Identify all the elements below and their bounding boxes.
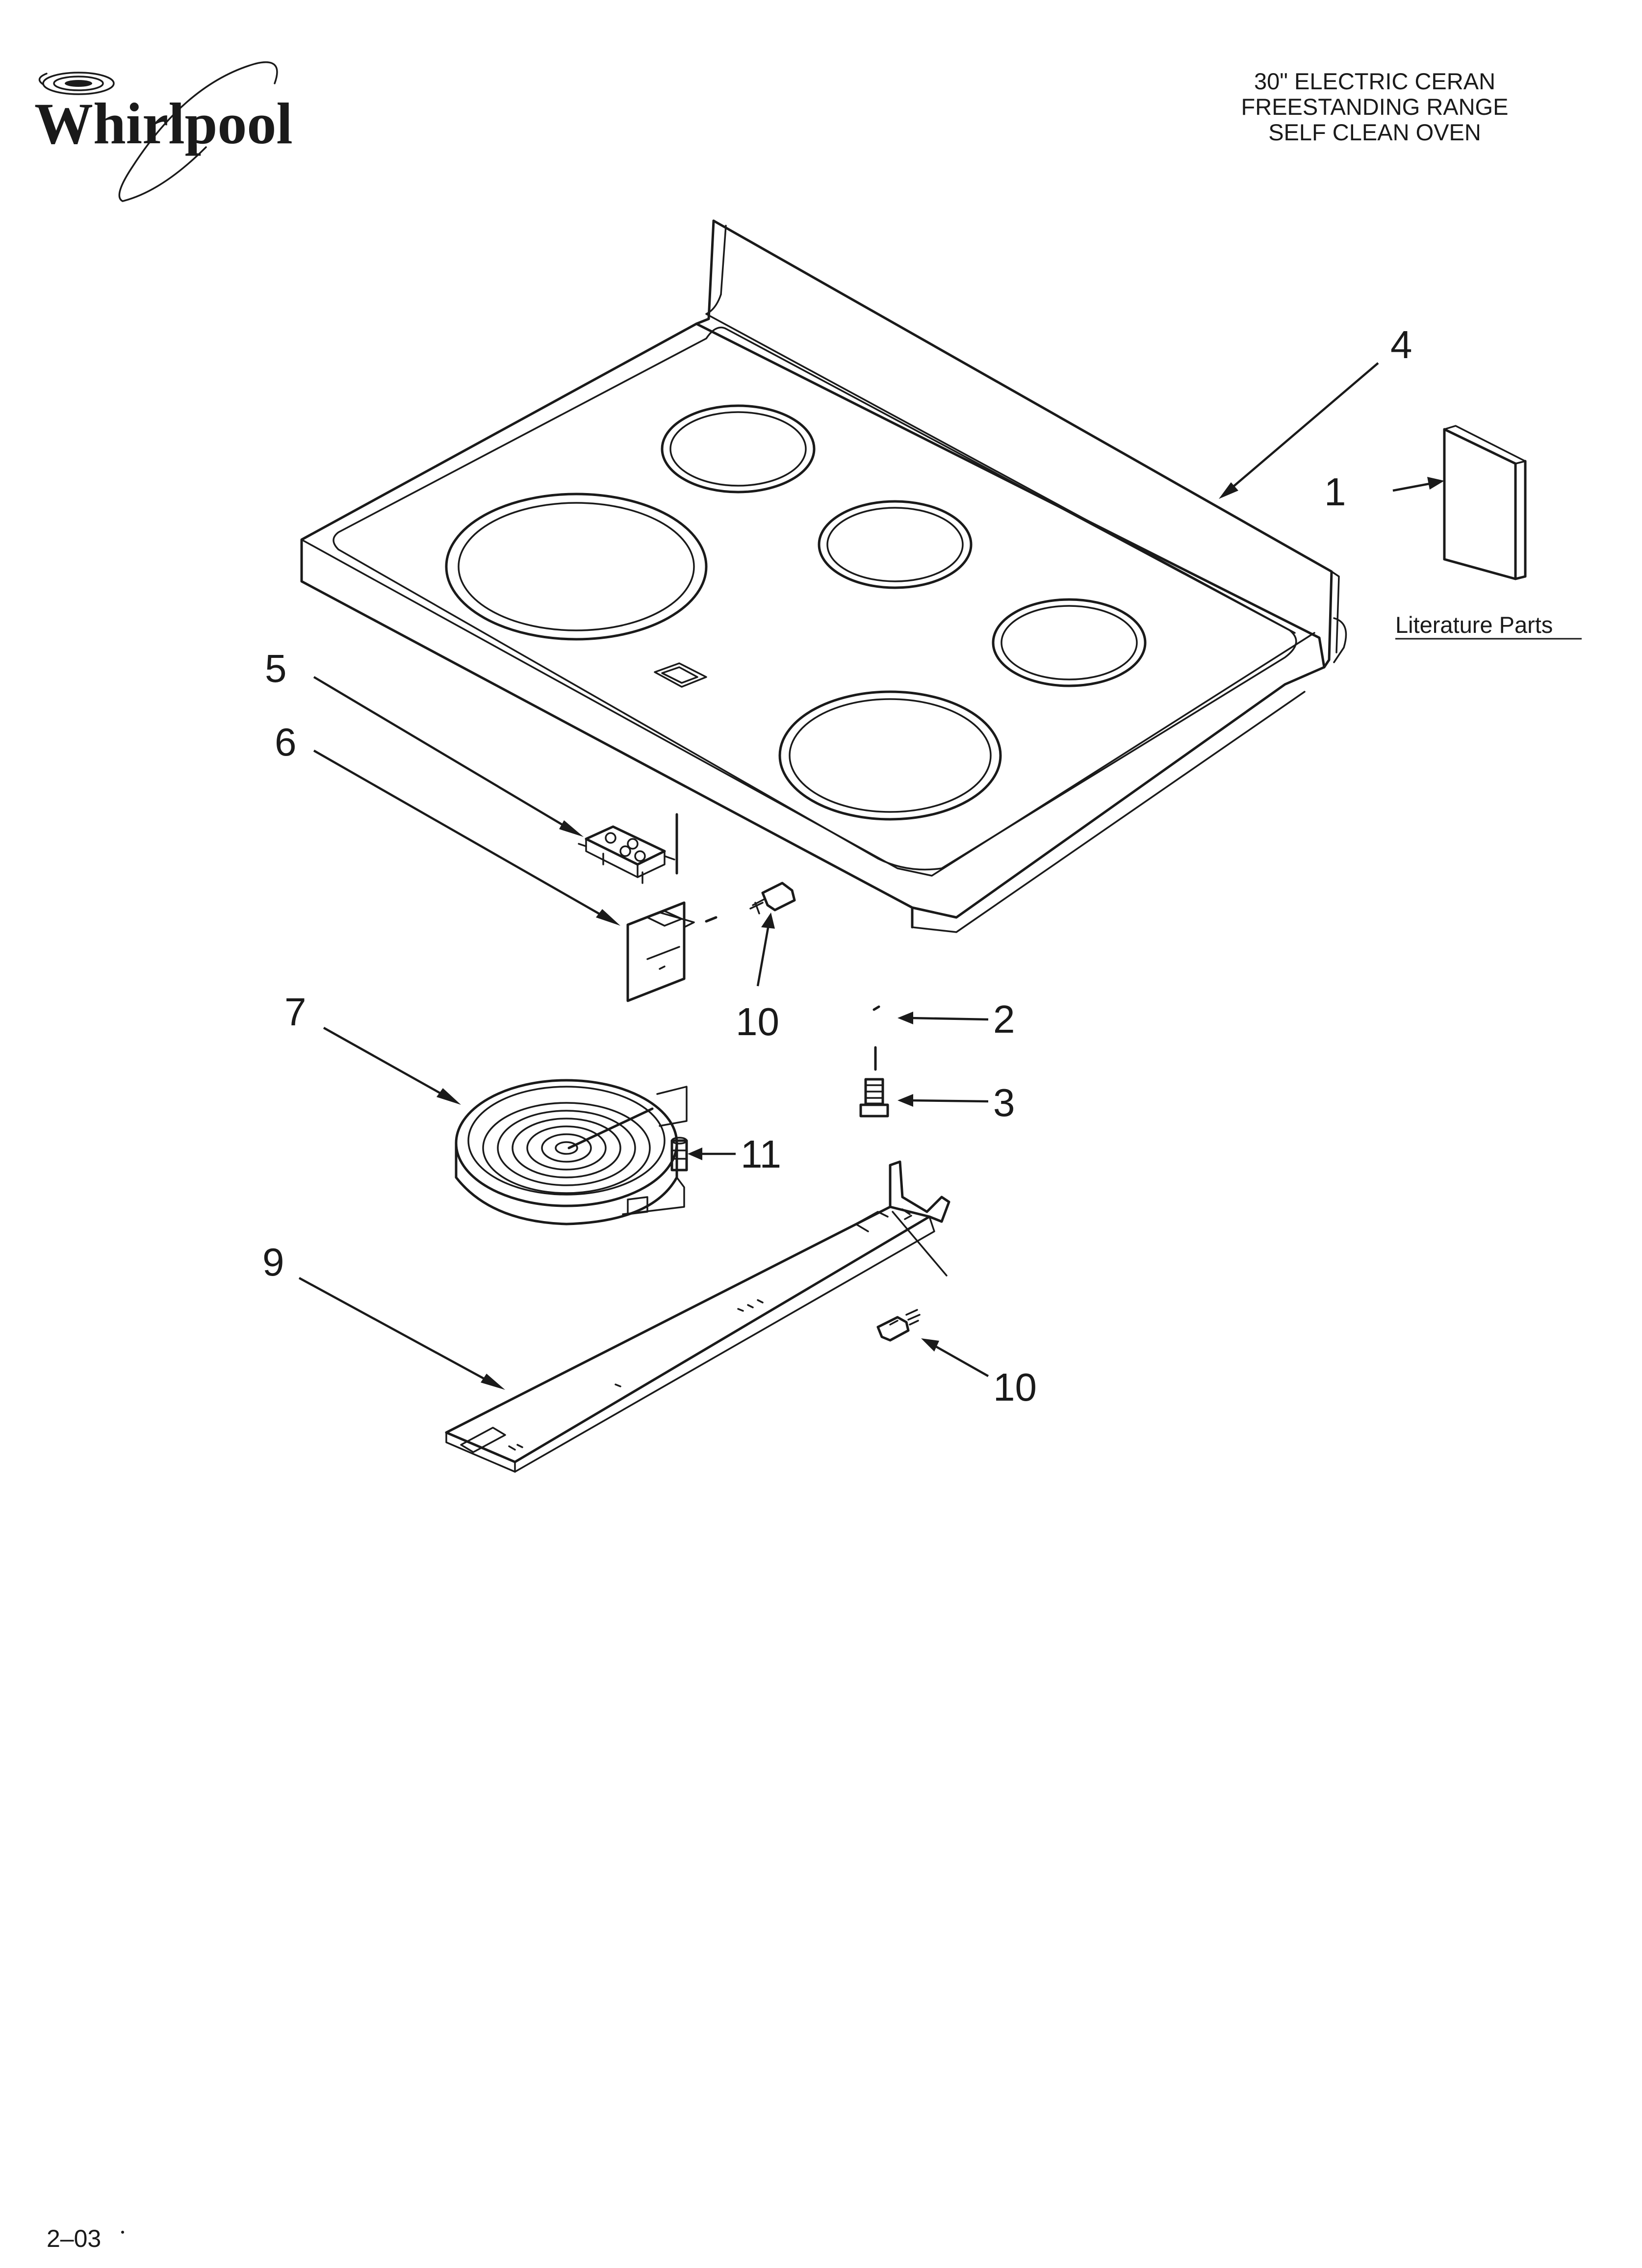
brand-wordmark: Whirlpool [34, 91, 293, 156]
title-line-1: 30" ELECTRIC CERAN [1254, 68, 1496, 94]
whirlpool-logo: Whirlpool [34, 61, 293, 202]
switch-block [578, 813, 678, 884]
limiter [670, 1137, 688, 1172]
screw-upper [749, 882, 796, 914]
title-line-2: FREESTANDING RANGE [1241, 94, 1509, 120]
callout-1: 1 [1324, 470, 1346, 514]
callout-labels: 4 1 5 6 10 2 3 7 11 9 10 [262, 323, 1412, 1409]
footer-code: 2–03 [47, 2225, 101, 2252]
fastener-2-3 [859, 1005, 889, 1118]
title-line-3: SELF CLEAN OVEN [1268, 119, 1481, 145]
switch-bracket [626, 901, 718, 1002]
hot-surface-indicator [654, 662, 707, 688]
callout-2: 2 [993, 997, 1015, 1041]
callout-11: 11 [741, 1132, 781, 1176]
footer-dot [121, 2231, 124, 2234]
callout-3: 3 [993, 1081, 1015, 1124]
swirl-icon [38, 72, 115, 95]
callout-6: 6 [275, 720, 297, 764]
screw-lower [876, 1309, 921, 1342]
literature-parts-booklet [1443, 425, 1527, 580]
callout-5: 5 [265, 647, 287, 690]
element-support-bar [445, 1160, 950, 1473]
callout-10-upper: 10 [736, 1000, 779, 1043]
cooktop-assembly [300, 219, 1347, 933]
callout-4: 4 [1390, 323, 1412, 366]
callout-10-lower: 10 [993, 1365, 1037, 1409]
callout-7: 7 [284, 990, 307, 1034]
leader-lines [298, 362, 1444, 1390]
diagram-title: 30" ELECTRIC CERAN FREESTANDING RANGE SE… [1188, 69, 1561, 145]
radiant-surface-element [455, 1079, 688, 1225]
burner-left-rear-outline [445, 493, 708, 641]
logo-flourish [118, 61, 278, 202]
callout-9: 9 [262, 1240, 284, 1284]
literature-parts-label: Literature Parts [1395, 612, 1553, 638]
